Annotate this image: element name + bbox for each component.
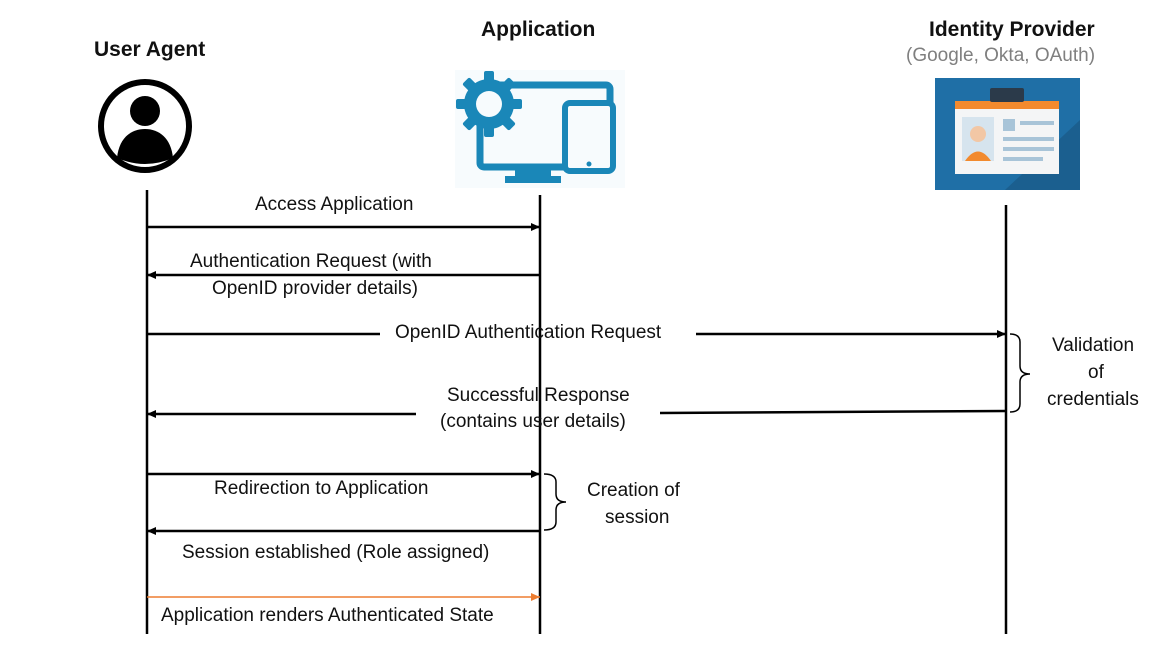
label-access-application: Access Application (255, 194, 414, 215)
creation-brace (543, 473, 567, 531)
validation-brace (1009, 333, 1031, 413)
identity-provider-subtitle: (Google, Okta, OAuth) (906, 45, 1096, 66)
label-auth-request-line1: Authentication Request (with (190, 251, 432, 272)
creation-line1: Creation of (587, 480, 680, 501)
label-openid-request: OpenID Authentication Request (395, 322, 662, 343)
label-session-established: Session established (Role assigned) (182, 542, 490, 563)
label-success-line2: (contains user details) (440, 411, 626, 432)
user-circle-icon (98, 79, 192, 173)
label-success-line1: Successful Response (447, 385, 630, 406)
creation-line2: session (605, 507, 670, 528)
arrow-successful-response-a (659, 409, 1007, 415)
validation-line1: Validation (1052, 335, 1135, 356)
validation-line2: of (1088, 362, 1104, 383)
validation-line3: credentials (1047, 389, 1139, 410)
gear-monitor-tablet-icon (455, 70, 625, 188)
application-title: Application (481, 18, 596, 41)
id-badge-icon (935, 78, 1080, 190)
identity-provider-title: Identity Provider (929, 18, 1095, 41)
user-agent-title: User Agent (94, 38, 206, 61)
label-redirection: Redirection to Application (214, 478, 429, 499)
label-auth-request-line2: OpenID provider details) (212, 278, 418, 299)
label-renders-state: Application renders Authenticated State (161, 605, 494, 626)
